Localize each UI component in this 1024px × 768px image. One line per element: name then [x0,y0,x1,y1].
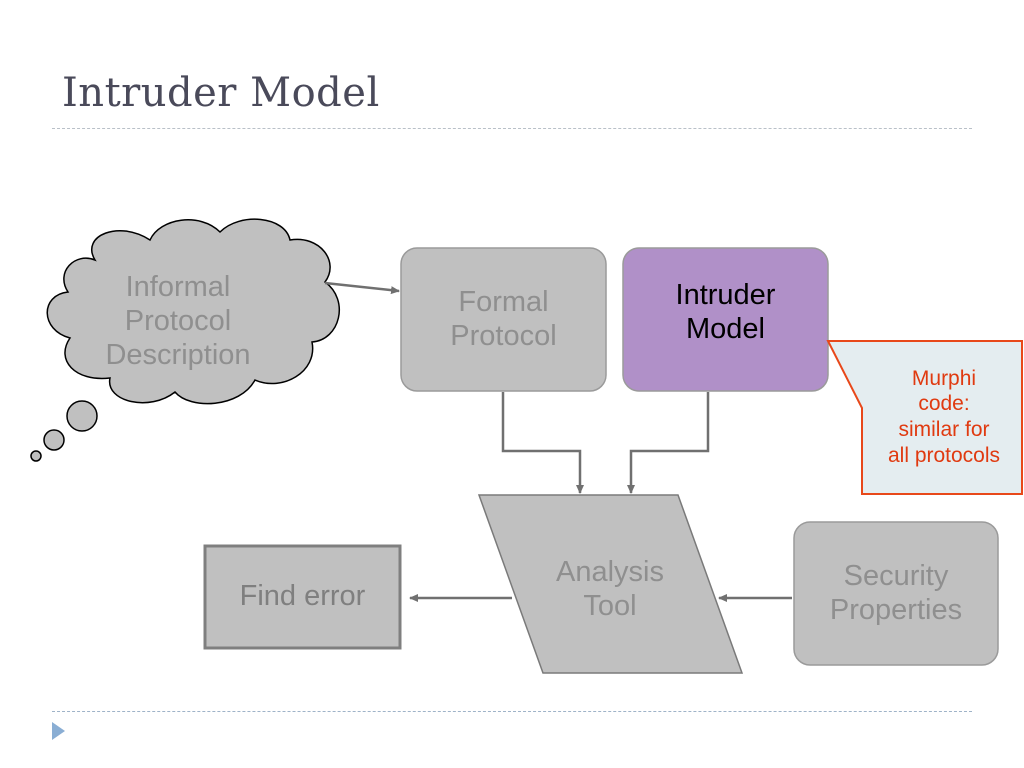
next-slide-triangle-icon[interactable] [52,722,65,740]
formal-protocol-node [400,247,607,392]
intruder-model-label: Intruder Model [675,278,776,345]
footer-divider [52,711,972,712]
thought-bubble-small [30,450,42,462]
callout-box [826,340,1023,495]
find-error-label: Find error [239,579,366,612]
title-divider [52,128,972,129]
slide-title: Intruder Model [62,70,380,116]
arrow-cloud-to-formal [324,281,400,295]
find-error-node [203,544,402,650]
analysis-tool-node [477,494,744,674]
security-properties-node [793,521,999,666]
arrow-formal-to-analysis [501,392,584,494]
intruder-model-node [622,247,829,392]
formal-protocol-label: Formal Protocol [450,285,557,352]
callout-label: Murphi code: similar for all protocols [887,366,1001,467]
analysis-tool-label: Analysis Tool [556,556,664,622]
cloud-label: Informal Protocol Description [105,271,251,371]
thought-cloud [30,218,340,462]
arrow-intruder-to-analysis [627,392,710,494]
security-properties-label: Security Properties [829,559,963,626]
thought-bubble-large [66,400,98,432]
thought-bubble-medium [43,429,65,451]
